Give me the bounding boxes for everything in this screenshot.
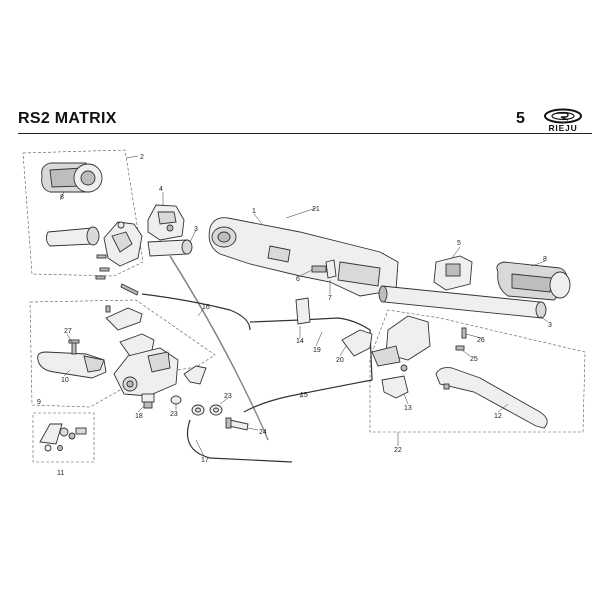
callout-label: 3 — [194, 226, 198, 233]
leader-lines — [59, 155, 549, 457]
choke-cable — [141, 293, 251, 331]
callout-label: 25 — [470, 356, 478, 363]
callout-label: 15 — [300, 392, 308, 399]
handlebar-tube-right — [378, 285, 547, 319]
callout-label: 8 — [60, 194, 64, 201]
callout-label: 2 — [140, 154, 144, 161]
lever-clip — [183, 365, 207, 385]
diagram-canvas: 1 2 3 3 4 5 6 7 8 8 9 10 11 12 13 14 15 … — [22, 149, 586, 477]
rieju-logo: RIEJU — [544, 108, 582, 133]
handlebar-clamp-1 — [208, 217, 399, 297]
handlebar-tube-left — [147, 239, 193, 257]
lever-bracket-22 — [371, 315, 431, 367]
group-box-11 — [32, 412, 95, 463]
master-cylinder-body — [113, 347, 179, 397]
exploded-parts-diagram: 1 2 3 3 4 5 6 7 8 8 9 10 11 12 13 14 15 … — [0, 140, 610, 500]
callout-label: 13 — [404, 405, 412, 412]
callout-label: 7 — [328, 295, 332, 302]
clutch-screw-13 — [381, 364, 409, 399]
group-box-2 — [22, 149, 144, 277]
rieju-logo-wordmark: RIEJU — [548, 123, 577, 133]
callout-label: 17 — [201, 457, 209, 464]
callout-label: 19 — [313, 347, 321, 354]
banjo-bolt-18 — [141, 393, 155, 409]
callout-label: 16 — [202, 304, 210, 311]
pivot-bolt-27 — [68, 339, 80, 355]
callout-label: 18 — [135, 413, 143, 420]
callout-label: 22 — [394, 447, 402, 454]
page-header: RS2 MATRIX 5 RIEJU — [18, 108, 592, 133]
brake-hose-15 — [243, 317, 373, 413]
callout-label: 5 — [457, 240, 461, 247]
callout-label: 8 — [543, 256, 547, 263]
callout-label: 1 — [252, 208, 256, 215]
group-box-9 — [29, 299, 216, 408]
callout-label: 27 — [64, 328, 72, 335]
callout-label: 24 — [259, 429, 267, 436]
copper-washers-23 — [170, 395, 223, 416]
callout-label: 4 — [159, 186, 163, 193]
small-screws-group-2 — [95, 254, 139, 296]
page-number: 5 — [516, 110, 525, 127]
banjo-bolt-24 — [225, 417, 249, 431]
callout-label: 23 — [170, 411, 178, 418]
callout-label: 12 — [494, 413, 502, 420]
grip-right — [496, 261, 571, 301]
group-box-22 — [369, 309, 586, 433]
callout-label: 23 — [224, 393, 232, 400]
callout-label: 11 — [57, 470, 64, 477]
throttle-tube — [45, 226, 100, 247]
reservoir-cap — [105, 305, 155, 357]
throttle-grip-exploded — [41, 162, 103, 193]
callout-label: 6 — [296, 276, 300, 283]
callout-label: 14 — [296, 338, 304, 345]
throttle-cable-16 — [169, 255, 269, 441]
callout-label: 3 — [548, 322, 552, 329]
switch-block-5 — [433, 255, 473, 291]
cable-fitting-7 — [295, 259, 337, 325]
brake-lever-10 — [37, 351, 107, 379]
callout-label: 20 — [336, 357, 344, 364]
callout-label: 21 — [312, 206, 320, 213]
callout-label: 26 — [477, 337, 485, 344]
throttle-housing — [103, 221, 143, 267]
callout-label: 9 — [37, 399, 41, 406]
brake-hose-17 — [186, 419, 293, 463]
seal-kit-11 — [39, 423, 87, 452]
header-divider — [18, 133, 592, 134]
page-title: RS2 MATRIX — [18, 110, 117, 127]
small-bolts-25-26 — [443, 327, 467, 390]
clutch-lever-12 — [435, 367, 548, 429]
bracket-20 — [341, 329, 373, 357]
switch-housing-4 — [147, 204, 185, 241]
callout-label: 10 — [61, 377, 69, 384]
